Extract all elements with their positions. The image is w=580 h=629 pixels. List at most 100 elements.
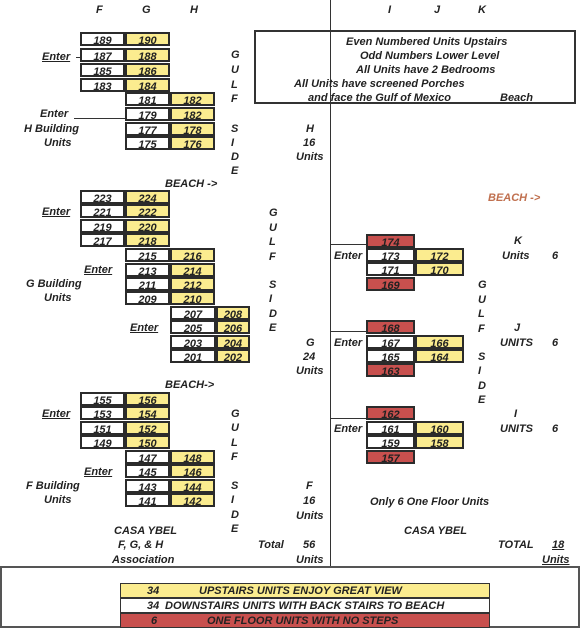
legend-upstairs-count: 34 (147, 585, 160, 597)
letter: E (478, 394, 486, 406)
k-label: K (514, 235, 522, 247)
unit-159: 159 (366, 435, 415, 450)
legend-downstairs-text: DOWNSTAIRS UNITS WITH BACK STAIRS TO BEA… (165, 600, 445, 612)
unit-208: 208 (216, 306, 250, 321)
unit-185: 185 (80, 63, 125, 78)
association-line1: F, G, & H (118, 539, 164, 551)
unit-170: 170 (415, 262, 464, 277)
total-right-units: Units (542, 554, 570, 566)
unit-169: 169 (366, 277, 415, 292)
enter-line (331, 331, 366, 332)
enter-label-f2: Enter (84, 466, 113, 478)
unit-212: 212 (170, 277, 215, 292)
k-count: 6 (552, 250, 559, 262)
letter: F (231, 451, 238, 463)
unit-183: 183 (80, 78, 125, 93)
f-building-label: F Building (26, 480, 80, 492)
enter-label-h2: Enter (40, 108, 69, 120)
letter: I (269, 293, 273, 305)
unit-173: 173 (366, 248, 415, 263)
column-header-k: K (478, 4, 486, 16)
unit-179: 179 (125, 107, 170, 122)
letter: G (231, 49, 240, 61)
unit-160: 160 (415, 421, 464, 436)
letter: G (478, 279, 487, 291)
unit-144: 144 (170, 479, 215, 494)
unit-223: 223 (80, 190, 125, 205)
unit-216: 216 (170, 248, 215, 263)
unit-190: 190 (125, 32, 170, 47)
unit-205: 205 (170, 320, 216, 335)
letter: U (231, 422, 239, 434)
column-header-g: G (142, 4, 151, 16)
unit-178: 178 (170, 122, 215, 137)
f-units: Units (296, 510, 324, 522)
enter-label-g1: Enter (42, 206, 71, 218)
letter: F (478, 323, 485, 335)
unit-182b: 182 (170, 107, 215, 122)
legend-upstairs: 34 UPSTAIRS UNITS ENJOY GREAT VIEW (120, 583, 490, 598)
unit-166: 166 (415, 335, 464, 350)
note-line-1: Even Numbered Units Upstairs (346, 36, 508, 48)
i-count: 6 (552, 423, 559, 435)
legend-one-floor: 6 ONE FLOOR UNITS WITH NO STEPS (120, 613, 490, 628)
g-building-units: Units (44, 292, 72, 304)
column-header-i: I (388, 4, 392, 16)
unit-145: 145 (125, 464, 170, 479)
unit-176: 176 (170, 136, 215, 151)
letter: D (269, 308, 277, 320)
unit-164: 164 (415, 349, 464, 364)
unit-181: 181 (125, 92, 170, 107)
letter: D (478, 380, 486, 392)
unit-218: 218 (125, 233, 170, 248)
h-building-label: H Building (24, 123, 79, 135)
h-building-units: Units (44, 137, 72, 149)
h-side-label: H (306, 123, 314, 135)
unit-184: 184 (125, 78, 170, 93)
unit-201: 201 (170, 349, 216, 364)
unit-156: 156 (125, 392, 170, 407)
unit-146: 146 (170, 464, 215, 479)
note-line-4: All Units have screened Porches (294, 78, 465, 90)
notes-box: Even Numbered Units Upstairs Odd Numbers… (254, 30, 576, 104)
total-left-value: 56 (303, 539, 316, 551)
unit-213: 213 (125, 263, 170, 278)
enter-label-f1: Enter (42, 408, 71, 420)
legend-downstairs: 34 DOWNSTAIRS UNITS WITH BACK STAIRS TO … (120, 598, 490, 613)
unit-209: 209 (125, 291, 170, 306)
letter: S (269, 279, 277, 291)
note-line-2: Odd Numbers Lower Level (360, 50, 500, 62)
letter: D (231, 509, 239, 521)
g-units: Units (296, 365, 324, 377)
unit-211: 211 (125, 277, 170, 292)
unit-149: 149 (80, 435, 125, 450)
unit-155: 155 (80, 392, 125, 407)
letter: S (231, 123, 239, 135)
unit-157: 157 (366, 450, 415, 465)
unit-148: 148 (170, 450, 215, 465)
unit-154: 154 (125, 406, 170, 421)
h-count: 16 (303, 137, 316, 149)
column-header-h: H (190, 4, 198, 16)
unit-202: 202 (216, 349, 250, 364)
unit-217: 217 (80, 233, 125, 248)
unit-215: 215 (125, 248, 170, 263)
unit-171: 171 (366, 262, 415, 277)
unit-187: 187 (80, 48, 125, 63)
casa-ybel-left: CASA YBEL (114, 525, 177, 537)
letter: I (478, 365, 482, 377)
note-line-5: and face the Gulf of Mexico (308, 92, 452, 104)
unit-186: 186 (125, 63, 170, 78)
letter: S (478, 351, 486, 363)
unit-147: 147 (125, 450, 170, 465)
association-line2: Association (112, 554, 175, 566)
letter: D (231, 151, 239, 163)
j-units: UNITS (500, 337, 533, 349)
unit-189: 189 (80, 32, 125, 47)
unit-210: 210 (170, 291, 215, 306)
i-label: I (514, 408, 518, 420)
beach-arrow-label: BEACH -> (165, 178, 218, 190)
unit-206: 206 (216, 320, 250, 335)
enter-label-g2: Enter (84, 264, 113, 276)
enter-label-j: Enter (334, 337, 363, 349)
